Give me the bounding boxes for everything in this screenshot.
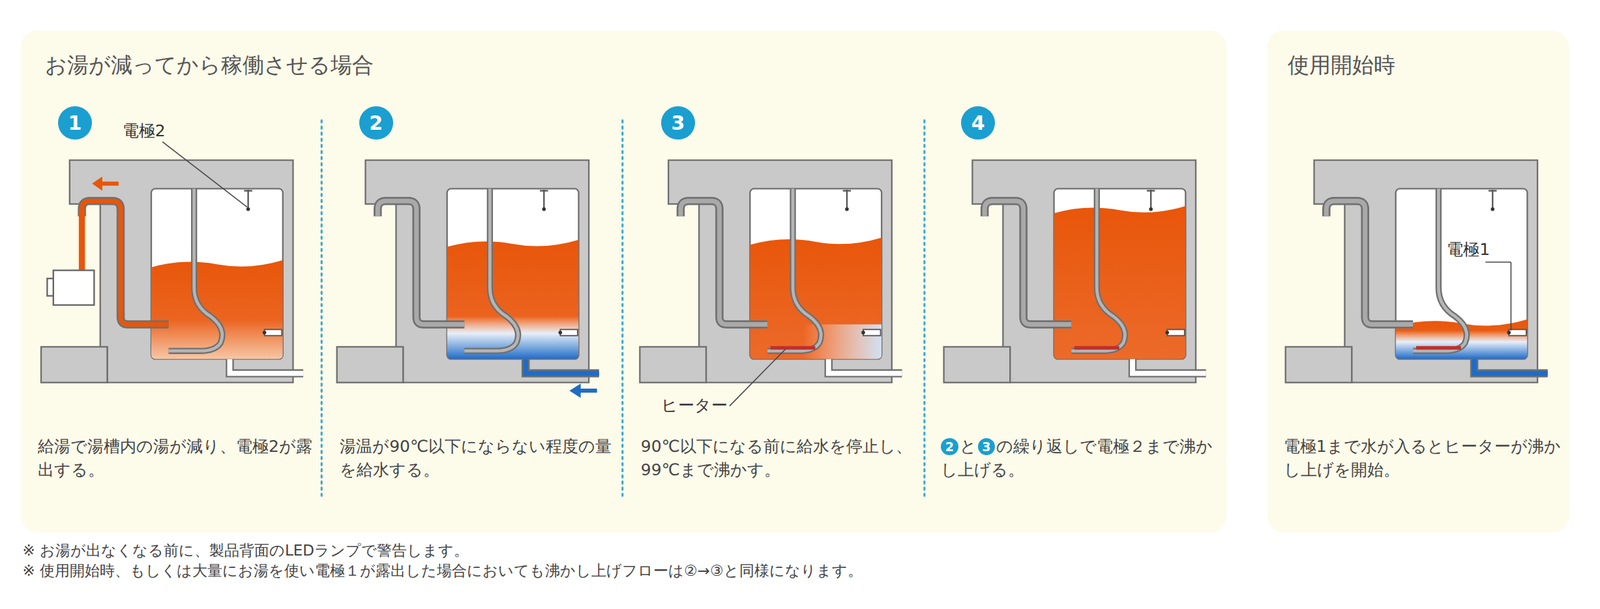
step-text: と (959, 434, 977, 459)
step-number: 4 (961, 106, 995, 141)
step-number: 3 (661, 106, 696, 141)
step-number: 1 (58, 106, 92, 141)
panel-title: お湯が減ってから稼働させる場合 (44, 50, 374, 81)
panel: 使用開始時 (1267, 30, 1570, 533)
step-text: 給湯で湯槽内の湯が減り、電極2が露出する。 (37, 434, 320, 483)
panel: お湯が減ってから稼働させる場合 1 2 3 4 2 3 (20, 30, 1227, 533)
step-text: 90℃以下になる前に給水を停止し、99℃まで沸かす。 (640, 434, 919, 483)
step-number-text: 4 (971, 111, 986, 135)
step-number-text: 2 (945, 439, 954, 454)
step-text: 電極1まで水が入るとヒーターが沸かし上げを開始。 (1283, 434, 1562, 483)
part-label: 電極1 (1446, 237, 1490, 262)
panel-title: 使用開始時 (1287, 50, 1396, 81)
step-number: 3 (977, 438, 996, 456)
step-text: の繰り返しで電極２まで沸かし上げる。 (940, 434, 1219, 483)
note: ※ お湯が出なくなる前に、製品背面のLEDランプで警告します。 (22, 539, 469, 562)
step-number-text: 2 (369, 111, 383, 135)
step-number-text: 1 (68, 111, 83, 135)
note: ※ 使用開始時、もしくは大量にお湯を使い電極１が露出した場合においても沸かし上げ… (22, 560, 862, 582)
step-number: 2 (940, 438, 959, 456)
step-text: 湯温が90℃以下にならない程度の量を給水する。 (339, 434, 618, 483)
part-label: 電極2 (122, 119, 166, 143)
step-number-text: 3 (671, 111, 686, 135)
part-label: ヒーター (661, 393, 728, 418)
step-number: 2 (359, 106, 394, 141)
step-number-text: 3 (981, 439, 991, 454)
